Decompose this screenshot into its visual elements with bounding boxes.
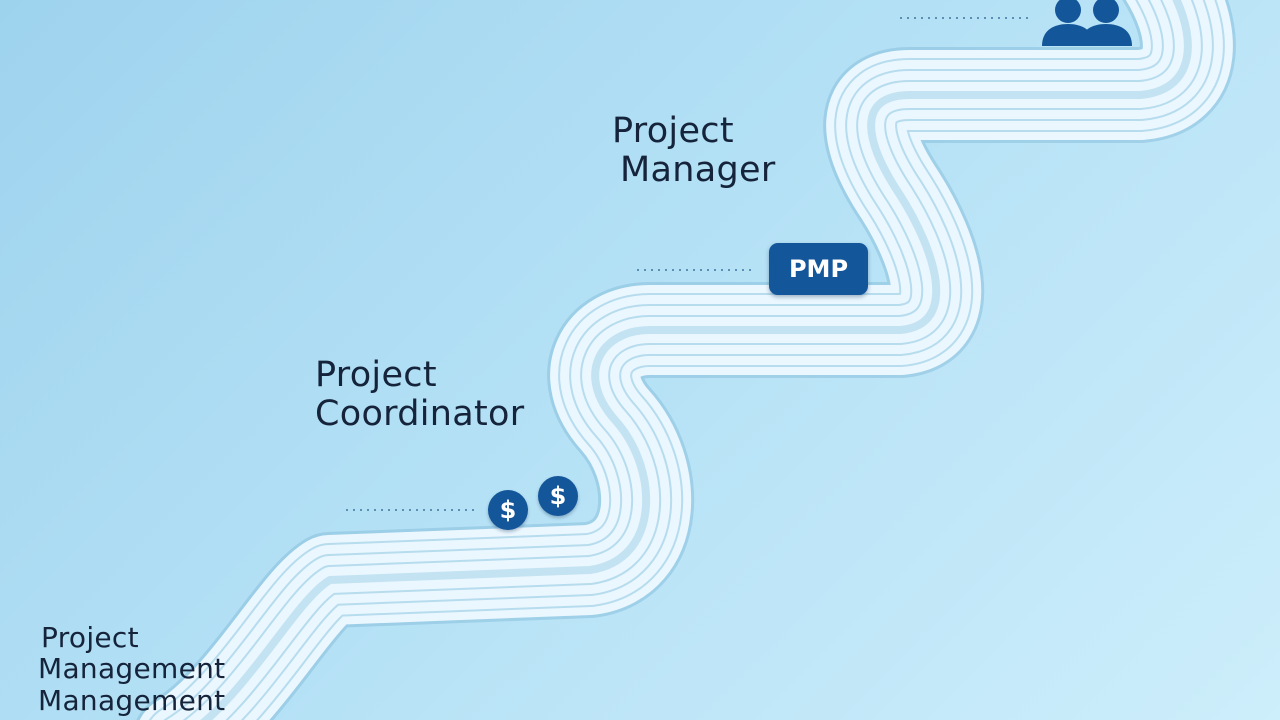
- stage-label-line: Project: [612, 111, 734, 151]
- stage-label-line: Coordinator: [315, 394, 525, 435]
- people-icon: [1042, 0, 1132, 46]
- dollar-coin-icon: $: [488, 490, 528, 530]
- path-lane-stroke: [200, 0, 1192, 720]
- pmp-certification-badge: PMP: [769, 243, 868, 295]
- dollar-coin-icon: $: [538, 476, 578, 516]
- dotted-connectors: [346, 17, 1030, 511]
- stage-label-project-coordinator: Project Coordinator: [315, 355, 525, 435]
- winding-career-path: [136, 0, 1236, 720]
- stage-label-project-management: Project Management Management: [38, 622, 225, 716]
- stage-label-line: Project: [41, 621, 139, 654]
- stage-label-line: Project: [315, 355, 437, 395]
- stage-label-project-manager: Project Manager: [612, 111, 776, 191]
- stage-label-line: Management: [38, 683, 226, 717]
- stage-label-line: Management: [38, 652, 226, 686]
- stage-label-line: Manager: [620, 150, 776, 191]
